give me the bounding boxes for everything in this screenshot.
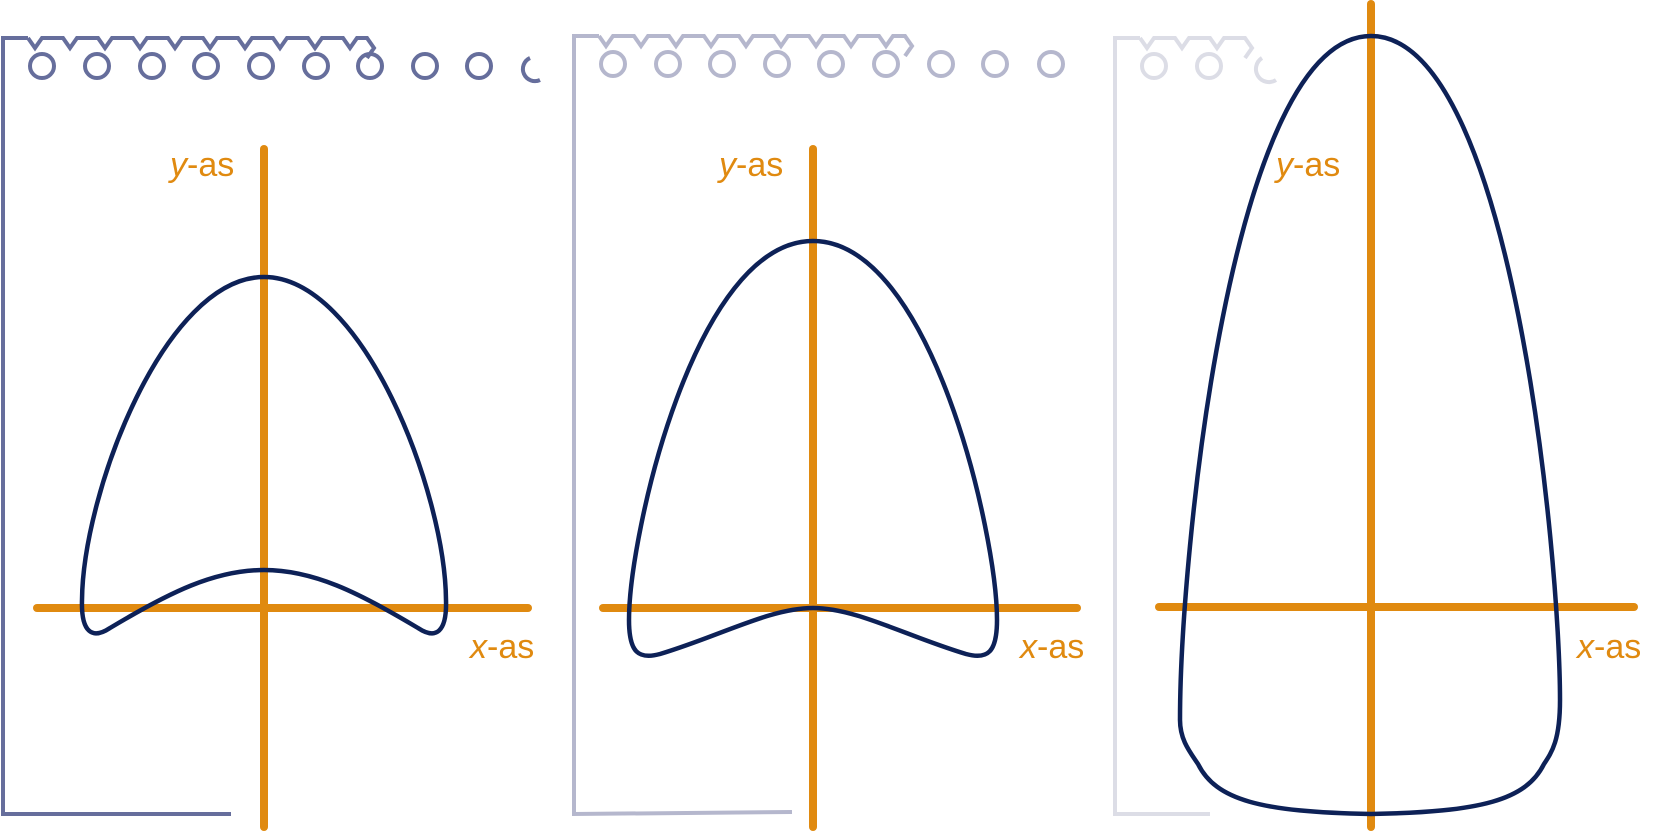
panel-3: y-as x-as — [1113, 0, 1641, 831]
x-axis-label-3: x-as — [1575, 628, 1641, 666]
notebook-border-1 — [1, 36, 231, 816]
notebook-spiral-3 — [1138, 36, 1255, 60]
closed-curve-2 — [626, 238, 1000, 659]
y-axis-label-2: y-as — [717, 146, 783, 184]
notebook-border-2 — [572, 34, 793, 817]
notebook-border-3 — [1113, 36, 1210, 816]
y-axis-label-3: y-as — [1274, 146, 1340, 184]
axes-3 — [1155, 0, 1638, 831]
notebook-rings-1 — [28, 52, 541, 84]
notebook-page-1 — [1, 36, 541, 816]
notebook-page-2 — [572, 34, 1065, 817]
panel-2: y-as x-as — [572, 34, 1084, 831]
notebook-rings-3 — [1140, 52, 1278, 84]
x-axis-label-2: x-as — [1018, 628, 1084, 666]
x-axis-label-1: x-as — [468, 628, 534, 666]
notebook-rings-2 — [599, 50, 1065, 78]
panel-1: y-as x-as — [1, 36, 541, 831]
notebook-spiral-1 — [26, 36, 377, 60]
y-axis-label-1: y-as — [168, 146, 234, 184]
notebook-spiral-2 — [597, 34, 915, 58]
axes-2 — [599, 145, 1081, 831]
notebook-page-3 — [1113, 36, 1278, 816]
closed-curve-1 — [79, 274, 449, 636]
axes-1 — [33, 145, 532, 831]
closed-curve-3 — [1177, 33, 1563, 817]
